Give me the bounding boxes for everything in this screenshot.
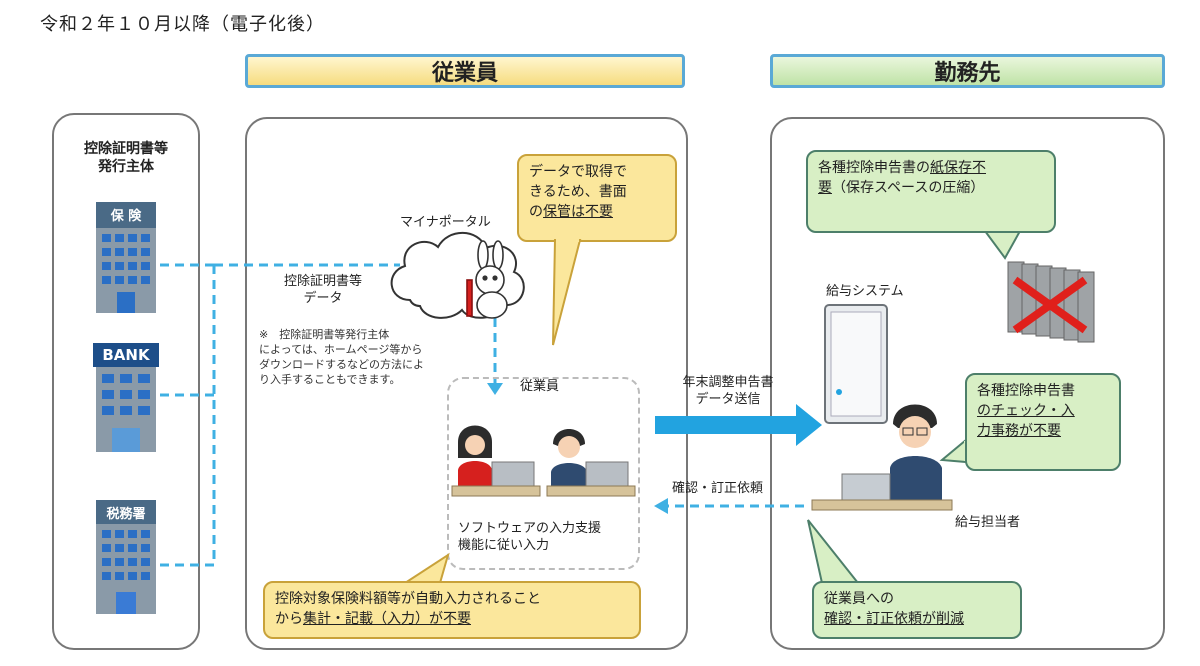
confirm-reduction-callout: 従業員への 確認・訂正依頼が削減 (812, 581, 1022, 639)
payroll-staff-label: 給与担当者 (955, 515, 1021, 530)
send-arrow (655, 404, 822, 446)
insurance-sign: 保 険 (110, 209, 142, 224)
paper-callout-line1u: 紙保存不 (930, 160, 986, 176)
workplace-header: 勤務先 (770, 54, 1165, 88)
paper-callout-line1: 各種控除申告書の (818, 160, 930, 176)
software-input-label: ソフトウェアの入力支援 機能に従い入力 (458, 520, 638, 554)
data-callout-line2: きるため、書面 (529, 184, 627, 200)
paper-callout-line2: （保存スペースの圧縮） (832, 180, 985, 196)
employee-label: 従業員 (520, 379, 560, 394)
check-input-callout: 各種控除申告書 のチェック・入 力事務が不要 (965, 373, 1121, 471)
data-storage-callout: データで取得で きるため、書面 の保管は不要 (517, 154, 677, 242)
note-line1: ※ 控除証明書等発行主体 (259, 328, 390, 341)
cert-data-line1: 控除証明書等 (283, 274, 362, 289)
check-callout-line3: 力事務が不要 (977, 423, 1061, 439)
employee-input-area (447, 377, 640, 570)
bank-building-icon (93, 343, 159, 452)
paper-storage-crossed-icon (1007, 261, 1095, 343)
confirm-arrow-head (654, 498, 668, 514)
software-line2: 機能に従い入力 (458, 538, 550, 553)
issuer-title: 控除証明書等 発行主体 (52, 140, 200, 176)
issuer-connectors (160, 263, 497, 567)
issuer-title-line2: 発行主体 (98, 159, 154, 175)
send-line1: 年末調整申告書 (682, 375, 774, 390)
auto-input-callout: 控除対象保険料額等が自動入力されること から集計・記載（入力）が不要 (263, 581, 641, 639)
down-arrow-head (487, 383, 503, 395)
paper-storage-callout: 各種控除申告書の紙保存不 要（保存スペースの圧縮） (806, 150, 1056, 233)
auto-callout-line2b: 集計・記載（入力）が不要 (303, 611, 471, 627)
tax-office-sign: 税務署 (106, 507, 146, 522)
send-line2: データ送信 (695, 392, 761, 407)
employee-woman-icon (451, 425, 541, 497)
send-label: 年末調整申告書 データ送信 (668, 374, 788, 408)
check-callout-line1: 各種控除申告書 (977, 383, 1075, 399)
check-callout-line2: のチェック・入 (977, 403, 1075, 419)
rabbit-mascot-icon (466, 240, 508, 319)
cert-data-line2: データ (303, 291, 343, 306)
software-line1: ソフトウェアの入力支援 (458, 521, 602, 536)
data-callout-line3a: の (529, 204, 543, 220)
reduce-callout-line2: 確認・訂正依頼が削減 (824, 611, 964, 627)
reduce-callout-line1: 従業員への (824, 591, 894, 607)
server-icon (824, 304, 888, 424)
payroll-staff-icon (811, 404, 953, 511)
data-callout-line3b: 保管は不要 (543, 204, 613, 220)
confirm-label: 確認・訂正依頼 (672, 481, 764, 496)
employee-header: 従業員 (245, 54, 685, 88)
auto-callout-line2a: から (275, 611, 303, 627)
payroll-system-label: 給与システム (826, 284, 904, 299)
tax-office-building-icon (96, 500, 156, 614)
issuer-title-line1: 控除証明書等 (84, 141, 168, 157)
note-line2: によっては、ホームページ等から (259, 343, 423, 356)
bank-sign: BANK (102, 346, 150, 364)
auto-callout-line1: 控除対象保険料額等が自動入力されること (275, 591, 541, 607)
insurance-building-icon (96, 202, 156, 313)
data-callout-line1: データで取得で (529, 164, 627, 180)
note-line4: り入手することもできます。 (259, 373, 401, 386)
mynaportal-label: マイナポータル (400, 215, 491, 230)
employee-man-icon (546, 429, 636, 497)
note-line3: ダウンロードするなどの方法によ (259, 358, 424, 371)
paper-callout-line2u: 要 (818, 180, 832, 196)
cert-data-label: 控除証明書等 データ (268, 273, 378, 307)
download-note: ※ 控除証明書等発行主体 によっては、ホームページ等から ダウンロードするなどの… (259, 327, 459, 387)
page-title: 令和２年１０月以降（電子化後） (40, 14, 325, 35)
